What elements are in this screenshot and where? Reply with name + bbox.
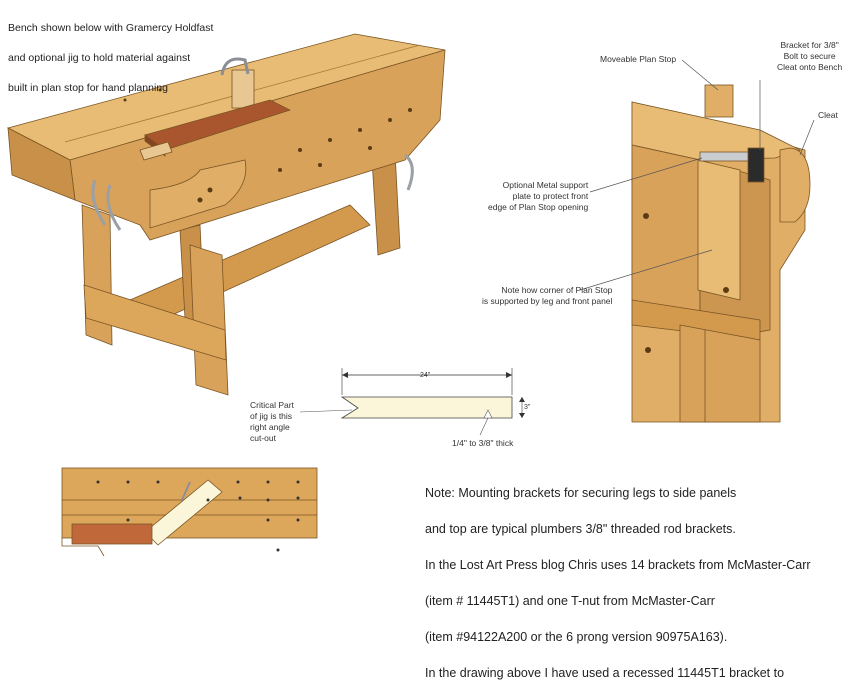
plan-view-jig-strip <box>144 479 223 546</box>
plan-view <box>61 467 318 557</box>
note-line-1: Note: Mounting brackets for securing leg… <box>425 486 737 500</box>
callout-critical-part: Critical Part of jig is this right angle… <box>250 400 294 443</box>
bracket <box>747 147 765 183</box>
callout-moveable-plan-stop: Moveable Plan Stop <box>600 54 677 64</box>
bench-illustration <box>6 33 815 557</box>
detail-view <box>631 84 811 423</box>
bench-front-leg-right <box>189 244 229 396</box>
caption-top-left: Bench shown below with Gramercy Holdfast… <box>8 6 213 111</box>
note-line-4: (item # 11445T1) and one T-nut from McMa… <box>425 594 715 608</box>
caption-line-1: Bench shown below with Gramercy Holdfast <box>8 22 214 34</box>
detail-lower-leg <box>679 324 761 423</box>
caption-line-3: built in plan stop for hand planning <box>8 82 168 94</box>
caption-line-2: and optional jig to hold material agains… <box>8 52 191 64</box>
note-line-6: In the drawing above I have used a reces… <box>425 666 785 680</box>
callout-thickness: 1/4" to 3/8" thick <box>452 438 514 448</box>
plan-stop-post <box>231 69 255 109</box>
detail-side-panel <box>631 144 701 316</box>
bench-curved-block <box>149 159 247 229</box>
jig-strip <box>340 396 513 419</box>
holdfast-left-1 <box>91 179 107 226</box>
callout-leaders <box>579 59 815 291</box>
dimension-height: 3" <box>524 404 531 411</box>
plan-stop-opening <box>697 159 741 301</box>
bench-jig-block <box>139 141 173 161</box>
cleat <box>779 147 811 223</box>
callout-metal-plate: Optional Metal support plate to protect … <box>488 180 589 212</box>
bench-left-end <box>7 127 76 201</box>
callout-cleat: Cleat <box>818 110 838 120</box>
holdfast-left-2 <box>106 184 122 231</box>
plan-view-holdfast <box>181 481 191 501</box>
bench-drawing <box>6 33 446 396</box>
callout-corner-note: Note how corner of Plan Stop is supporte… <box>482 285 613 306</box>
dimension-length: 24" <box>420 372 431 379</box>
plan-view-jig-board <box>71 523 153 545</box>
holdfast-top <box>220 57 250 76</box>
plan-stop <box>704 84 734 118</box>
note-line-5: (item #94122A200 or the 6 prong version … <box>425 630 728 644</box>
dog-holes <box>123 88 412 203</box>
callout-bracket: Bracket for 3/8" Bolt to secure Cleat on… <box>777 40 843 72</box>
jig-drawing <box>299 368 525 436</box>
bench-stretcher <box>83 284 227 361</box>
metal-support-plate <box>699 151 753 162</box>
holdfast-right <box>403 153 414 191</box>
mounting-note: Note: Mounting brackets for securing leg… <box>425 466 811 700</box>
note-line-3: In the Lost Art Press blog Chris uses 14… <box>425 558 811 572</box>
note-line-2: and top are typical plumbers 3/8" thread… <box>425 522 736 536</box>
